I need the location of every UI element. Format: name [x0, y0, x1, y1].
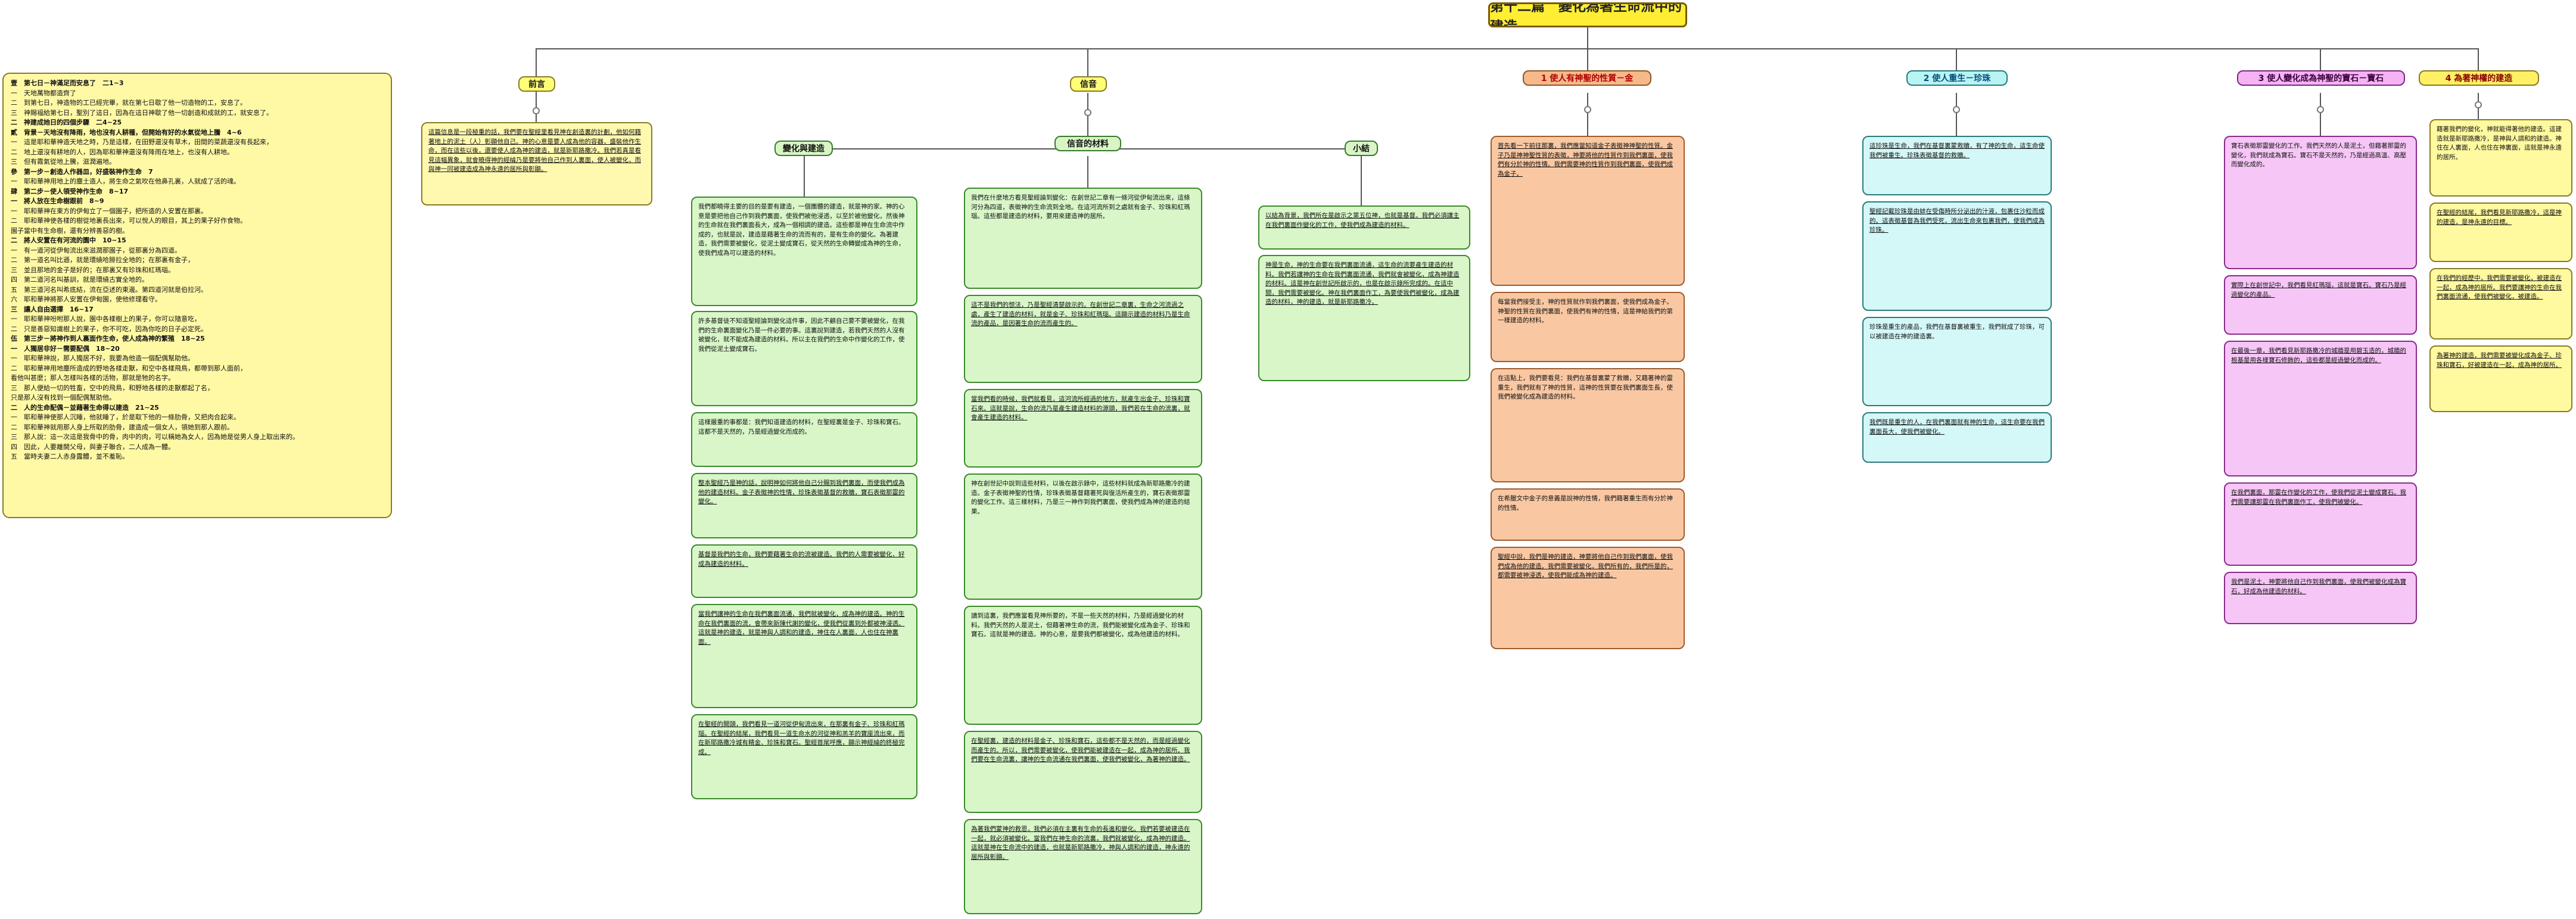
text-block-gem-1: 寶石表徵那靈變化的工作。我們天然的人是泥土，但藉著那靈的變化，我們就成為寶石。寶… [2224, 136, 2417, 269]
outline-line: 三 但有霧氣從地上騰，滋潤遍地。 [11, 158, 116, 166]
text-block-bianhua-5: 基督是我們的生命，我們要藉著生命的流被建造。我們的人需要被變化，好成為建造的材料… [691, 544, 917, 598]
collapse-toggle-c4[interactable] [2475, 101, 2482, 108]
text-block-gold-2: 每當我們接受主，神的性質就作到我們裏面，使我們成為金子。神聖的性質在我們裏面，使… [1491, 292, 1685, 362]
node-c2-pearl: 2 使人重生－珍珠 [1906, 70, 2008, 86]
outline-line: 看他叫甚麼；那人怎樣叫各樣的活物，那就是牠的名字。 [11, 374, 175, 382]
text-block-bianhua-7: 在聖經的開頭，我們看見一道河從伊甸流出來，在那裏有金子、珍珠和紅瑪瑙。在聖經的結… [691, 714, 917, 799]
outline-line: 二 到第七日，神造物的工已經完畢，就在第七日歇了他一切造物的工，安息了。 [11, 99, 247, 107]
outline-line: 二 只是善惡知識樹上的果子，你不可吃，因為你吃的日子必定死。 [11, 325, 207, 333]
text-block-bianhua-4: 整本聖經乃是神的話，說明神如何將他自己分賜到我們裏面，而使我們成為他的建造材料。… [691, 473, 917, 538]
text-block-building-3: 在我們的經歷中，我們需要被變化，被建造在一起，成為神的居所。我們要讓神的生命在我… [2429, 268, 2572, 339]
outline-line: 六 耶和華神將那人安置在伊甸園，使他修理看守。 [11, 295, 161, 303]
text-block-building-1: 藉著我們的變化，神就能得著他的建造。這建造就是新耶路撒冷，是神與人調和的建造。神… [2429, 119, 2572, 197]
text-block-cailiao-2: 這不是我們的想法，乃是聖經清楚啟示的。在創世記二章裏，生命之河流過之處，產生了建… [964, 295, 1202, 383]
text-block-cailiao-1: 我們在什麼地方看見聖經論到變化：在創世記二章有一條河從伊甸流出來，這條河分為四道… [964, 188, 1202, 289]
text-block-pearl-4: 我們既是重生的人，在我們裏面就有神的生命，這生命要在我們裏面長大，使我們被變化。 [1862, 412, 2052, 463]
text-block-bianhua-1: 我們都曉得主要的目的是要有建造，一個團體的建造，就是神的家。神的心意是要把他自己… [691, 197, 917, 306]
outline-line: 二 耶和華神使各樣的樹從地裏長出來，可以悅人的眼目，其上的果子好作食物。 [11, 217, 247, 225]
outline-line: 二 地上還沒有耕地的人，因為耶和華神還沒有降雨在地上，也沒有人耕地。 [11, 148, 234, 156]
outline-line: 一 耶和華神使那人沉睡，他就睡了，於是取下他的一條肋骨，又把肉合起來。 [11, 413, 240, 421]
text-block-building-4: 為著神的建造，我們需要被變化成為金子、珍珠和寶石，好被建造在一起，成為神的居所。 [2429, 345, 2572, 412]
outline-line: 三 那人說：這一次這是我骨中的骨，肉中的肉，可以稱她為女人，因為她是從男人身上取… [11, 433, 299, 441]
outline-line: 貳 背景－天地沒有降雨，地也沒有人耕種，但開始有好的水氣從地上騰 4~6 [11, 128, 242, 136]
text-block-gem-4: 在我們裏面，那靈在作變化的工作，使我們從泥土變成寶石。我們需要讓那靈在我們裏面作… [2224, 482, 2417, 566]
text-block-building-2: 在聖經的結尾，我們看見新耶路撒冷，這是神的建造，是神永遠的目標。 [2429, 203, 2572, 262]
diagram-title: 第十二篇 變化為著生命流中的建造 [1488, 2, 1687, 27]
collapse-toggle-c2[interactable] [1953, 106, 1960, 113]
outline-line: 壹 第七日－神滿足而安息了 二1~3 [11, 79, 124, 87]
collapse-toggle-qianyan[interactable] [533, 107, 540, 114]
text-block-gem-3: 在最後一章，我們看見新耶路撒冷的城牆是用碧玉造的，城牆的根基是用各樣寶石修飾的，… [2224, 341, 2417, 476]
text-block-cailiao-6: 在聖經裏，建造的材料是金子、珍珠和寶石，這些都不是天然的，而是經過變化而產生的。… [964, 731, 1202, 813]
text-block-xiaojie-1: 以結為背景，我們所在是啟示之第五位神，也就是基督。我們必須讓主在我們裏面作變化的… [1258, 205, 1470, 250]
outline-line: 二 神建成她日的四個步驟 二4~25 [11, 119, 122, 126]
outline-line: 參 第一步－創造人作器皿，好盛裝神作生命 7 [11, 167, 153, 176]
outline-line: 一 耶和華神吩咐那人說，園中各樣樹上的果子，你可以隨意吃， [11, 315, 201, 323]
collapse-toggle-xinyin[interactable] [1084, 109, 1091, 116]
text-block-bianhua-6: 當我們讓神的生命在我們裏面流通，我們就被變化，成為神的建造。神的生命在我們裏面的… [691, 604, 917, 708]
outline-line: 二 耶和華神用地塵所造成的野地各樣走獸，和空中各樣飛鳥，都帶到那人面前， [11, 364, 247, 372]
outline-line: 一 有一道河從伊甸流出來滋潤那園子，從那裏分為四道。 [11, 246, 181, 254]
outline-line: 園子當中有生命樹，還有分辨善惡的樹。 [11, 226, 129, 235]
outline-line: 二 將人安置在有河流的園中 10~15 [11, 236, 126, 244]
text-block-cailiao-7: 為著我們蒙神的救恩，我們必須在主裏有生命的長進和變化。我們若要被建造在一起，就必… [964, 819, 1202, 914]
outline-line: 一 耶和華神用地上的塵土造人，將生命之氣吹在他鼻孔裏，人就成了活的魂。 [11, 177, 240, 185]
outline-line: 一 人獨居非好－需要配偶 18~20 [11, 344, 120, 353]
outline-line: 一 耶和華神說，那人獨居不好，我要為他造一個配偶幫助他。 [11, 354, 194, 362]
outline-line: 一 天地萬物都造齊了 [11, 89, 76, 97]
outline-line: 二 耶和華神就用那人身上所取的肋骨，建造成一個女人，領她到那人跟前。 [11, 423, 234, 431]
outline-line: 三 那人便給一切的牲畜，空中的飛鳥，和野地各樣的走獸都起了名， [11, 384, 214, 392]
node-xinyin-cailiao: 信音的材料 [1054, 136, 1121, 151]
text-block-cailiao-3: 當我們看的時候，我們就看見，這河流所經過的地方，就產生出金子、珍珠和寶石來。這就… [964, 389, 1202, 468]
outline-line: 肆 第二步－使人領受神作生命 8~17 [11, 187, 129, 195]
outline-line: 伍 第三步－將神作到人裏面作生命，使人成為神的繁殖 18~25 [11, 335, 205, 342]
outline-line: 四 因此，人要離開父母，與妻子聯合，二人成為一體。 [11, 443, 175, 451]
node-xinyin: 信音 [1070, 76, 1107, 92]
node-bianhua: 變化與建造 [774, 141, 833, 156]
outline-line: 二 人的生命配偶－並藉著生命得以建造 21~25 [11, 403, 159, 412]
outline-line: 一 將人放在生命樹跟前 8~9 [11, 197, 104, 205]
outline-line: 三 並且那地的金子是好的；在那裏又有珍珠和紅瑪瑙。 [11, 266, 175, 274]
outline-line: 二 第一道名叫比遜，就是環繞哈腓拉全地的；在那裏有金子， [11, 256, 194, 264]
node-qianyan: 前言 [518, 76, 555, 92]
node-c3-gem: 3 使人變化成為神聖的寶石－寶石 [2237, 70, 2405, 86]
text-block-gem-5: 我們是泥土，神要將他自己作到我們裏面，使我們被變化成為寶石，好成為他建造的材料。 [2224, 572, 2417, 624]
outline-line: 一 這是耶和華神造天地之時，乃是這樣，在田野還沒有草木，田間的菜蔬還沒有長起來， [11, 138, 273, 146]
outline-line: 三 神賜福給第七日，聖別了這日，因為在這日神歇了他一切創造和成就的工，就安息了。 [11, 108, 273, 117]
text-block-gold-1: 首先看一下前往那裏，我們應當知道金子表徵神神聖的性質。金子乃是神神聖性質的表徵，… [1491, 136, 1685, 286]
node-xiaojie: 小結 [1345, 141, 1378, 156]
text-block-gold-5: 聖經中說，我們是神的建造，神要將他自己作到我們裏面，使我們成為他的建造。我們需要… [1491, 547, 1685, 649]
outline-line: 只是那人沒有找到一個配偶幫助他。 [11, 394, 116, 401]
collapse-toggle-c3[interactable] [2317, 106, 2324, 113]
text-block-cailiao-4: 神在創世記中說到這些材料，以後在啟示錄中，這些材料就成為新耶路撒冷的建造。金子表… [964, 473, 1202, 600]
text-block-bianhua-2: 許多基督徒不知道聖經論到變化這件事，因此不顧自己要不要被變化，在我們的生命裏面變… [691, 311, 917, 406]
text-block-bianhua-3: 這樣嚴重的事都是：我們知道建造的材料，在聖經裏是金子、珍珠和寶石。這都不是天然的… [691, 412, 917, 467]
outline-line: 四 第二道河名叫基訓，就是環繞古實全地的。 [11, 276, 148, 284]
outline-line: 五 當時夫妻二人赤身露體，並不羞恥。 [11, 453, 129, 460]
node-c4-building: 4 為著神權的建造 [2419, 70, 2539, 86]
text-block-cailiao-5: 讀到這裏，我們應當看見神所要的，不是一些天然的材料，乃是經過變化的材料。我們天然… [964, 606, 1202, 725]
collapse-toggle-c1[interactable] [1584, 106, 1591, 113]
outline-line: 三 讓人自由選擇 16~17 [11, 305, 94, 313]
text-block-pearl-3: 珍珠是重生的產品，我們在基督裏被重生，我們就成了珍珠，可以被建造在神的建造裏。 [1862, 317, 2052, 406]
text-block-gem-2: 實際上在創世記中，我們看見紅瑪瑙，這就是寶石。寶石乃是經過變化的產品。 [2224, 275, 2417, 335]
outline-panel: 壹 第七日－神滿足而安息了 二1~3 一 天地萬物都造齊了二 到第七日，神造物的工… [2, 73, 392, 518]
text-block-gold-4: 在希臘文中金子的意義是說神的性情，我們藉著重生而有分於神的性情。 [1491, 488, 1685, 541]
text-block-gold-3: 在這點上，我們要看見：我們在基督裏蒙了救贖，又藉著神的靈重生，我們就有了神的性質… [1491, 368, 1685, 482]
node-c1-gold: 1 使人有神聖的性質－金 [1523, 70, 1651, 86]
outline-line: 五 第三道河名叫希底結，流在亞述的東邊。第四道河就是伯拉河。 [11, 285, 207, 294]
text-block-qianyan: 這篇信息是一段極重的話，我們要在聖經里看見神在創造裏的計劃，他如何藉著地上的泥土… [421, 122, 652, 205]
outline-line: 一 耶和華神在東方的伊甸立了一個園子，把所造的人安置在那裏。 [11, 207, 207, 215]
text-block-xiaojie-2: 神是生命，神的生命要在我們裏面流通，這生命的流要產生建造的材料。我們若讓神的生命… [1258, 255, 1470, 381]
text-block-pearl-2: 聖經記載珍珠是由蚌在受傷時所分泌出的汁液，包裹住沙粒而成的。這表徵基督為我們受死… [1862, 201, 2052, 311]
text-block-pearl-1: 這珍珠是生命，我們在基督裏蒙救贖，有了神的生命，這生命使我們被重生。珍珠表徵基督… [1862, 136, 2052, 195]
